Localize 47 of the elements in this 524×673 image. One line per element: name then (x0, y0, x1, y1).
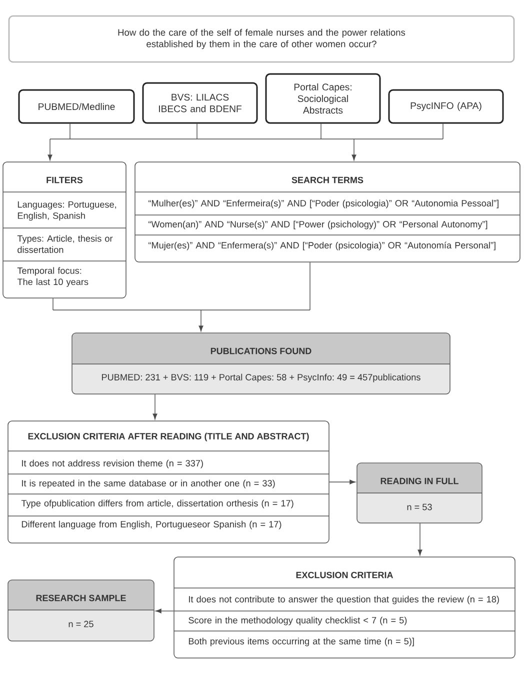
table-heading: EXCLUSION CRITERIA AFTER READING (TITLE AND ABSTRACT) (28, 432, 309, 442)
table-row: Different language from English, Portugueseor Spanish (n = 17) (22, 520, 282, 530)
table-row: “Women(an)” AND “Nurse(s)” AND [“Power (psichology)” OR “Personal Autonomy”] (148, 220, 488, 230)
table-row: Both previous items occurring at the same time (n = 5)] (188, 638, 414, 646)
heading-band: RESEARCH SAMPLE (8, 580, 154, 610)
table-row: Score in the methodology quality checklist < 7 (n = 5) (188, 616, 407, 626)
heading-band: READING IN FULL (356, 463, 482, 494)
table-heading: SEARCH TERMS (292, 176, 364, 184)
connector-line (320, 123, 322, 140)
count-label: n = 25 (68, 620, 94, 628)
result-box (8, 580, 154, 642)
connector-line (442, 123, 444, 140)
question-box: How do the care of the self of female nurses and the power relations established by them in the care of other women occur? (8, 15, 515, 63)
arrow (198, 310, 204, 332)
table-row: “Mulher(es)” AND “Enfermeira(s)” AND [“Poder (psicologia)” OR “Autonomia Pessoal”] (148, 200, 498, 208)
database-box: BVS: LILACS IBECS and BDENF (142, 82, 258, 124)
table-row: “Mujer(es)” AND “Enfermera(s)” AND [“Poder (psicologia)” OR “Autonomía Personal”] (148, 242, 496, 250)
criteria-table (8, 420, 330, 544)
connector-line (196, 123, 198, 140)
heading-band: PUBLICATIONS FOUND (72, 333, 450, 364)
table-row: Temporal focus: The last 10 years (17, 267, 88, 287)
database-box: Portal Capes: Sociological Abstracts (265, 73, 381, 124)
database-box: PsycINFO (APA) (388, 89, 504, 124)
arrow (48, 138, 52, 160)
result-box (72, 332, 450, 394)
result-box (356, 462, 482, 524)
table-row: It does not address revision theme (n = 337) (22, 460, 203, 468)
criteria-table (134, 162, 520, 262)
table-row: Type ofpublication differs from article, dissertation orthesis (n = 17) (21, 500, 294, 508)
table-heading: FILTERS (46, 176, 83, 184)
database-box: PUBMED/Medline (18, 89, 135, 124)
table-row: Types: Article, thesis or dissertation (17, 235, 113, 253)
arrow (152, 394, 158, 420)
count-label: PUBMED: 231 + BVS: 119 + Portal Capes: 58 + PsycInfo: 49 = 457publications (102, 374, 420, 382)
table-row: It does not contribute to answer the question that guides the review (n = 18) (189, 596, 499, 604)
criteria-table (2, 162, 126, 298)
table-row: Languages: Portuguese, English, Spanish (18, 201, 116, 221)
arrow (156, 608, 174, 614)
arrow (418, 523, 422, 556)
arrow (329, 480, 356, 484)
connector-line (52, 298, 54, 310)
table-heading: EXCLUSION CRITERIA (296, 572, 393, 578)
table-row: It is repeated in the same database or in another one (n = 33) (22, 480, 275, 488)
criteria-table (174, 556, 516, 658)
arrow (352, 138, 356, 160)
connector-line (50, 138, 444, 140)
count-label: n = 53 (407, 504, 432, 510)
